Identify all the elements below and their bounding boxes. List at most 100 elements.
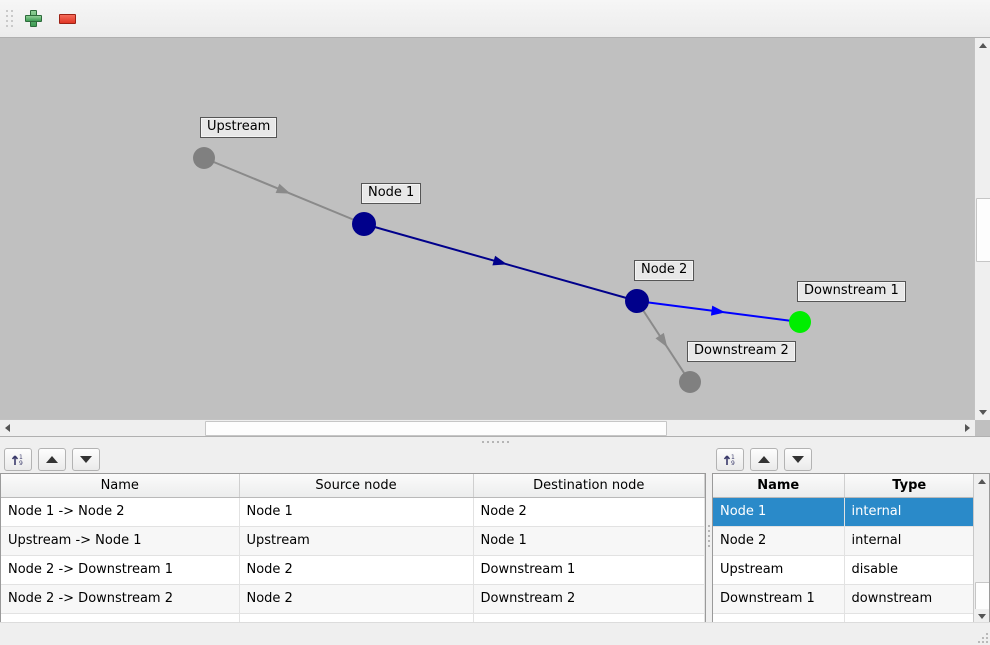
node-name[interactable]: Upstream (713, 555, 845, 585)
graph-node-label[interactable]: Downstream 2 (687, 341, 796, 362)
graph-node[interactable] (625, 289, 649, 313)
edge-source[interactable]: Upstream (239, 526, 474, 556)
edge-arrowhead (492, 255, 508, 266)
nodes-col-name[interactable]: Name (713, 474, 845, 498)
edge-source[interactable]: Node 2 (239, 584, 474, 614)
remove-button[interactable] (52, 4, 82, 34)
chevron-up-icon (978, 43, 987, 48)
svg-text:1: 1 (731, 454, 735, 461)
node-name[interactable]: Node 2 (713, 526, 845, 556)
graph-node-label[interactable]: Node 1 (361, 183, 422, 204)
edge-name[interactable]: Node 1 -> Node 2 (1, 497, 240, 527)
graph-node[interactable] (679, 371, 701, 393)
table-empty-cell (239, 613, 474, 624)
edges-sort-button[interactable]: 1 9 (4, 448, 32, 471)
minus-icon (58, 13, 76, 24)
nodes-scroll-up-button[interactable] (974, 474, 989, 489)
resize-grip-icon[interactable] (976, 631, 988, 643)
edges-move-down-button[interactable] (72, 448, 100, 471)
plus-icon (24, 10, 42, 27)
scroll-right-button[interactable] (960, 420, 975, 436)
chevron-left-icon (5, 424, 10, 432)
edge-destination[interactable]: Node 1 (473, 526, 705, 556)
node-name[interactable]: Node 1 (713, 497, 845, 527)
horizontal-splitter[interactable] (0, 437, 990, 446)
node-name[interactable]: Downstream 1 (713, 584, 845, 614)
graph-node[interactable] (352, 212, 376, 236)
splitter-grip-vertical-icon (708, 524, 710, 547)
scroll-up-button[interactable] (975, 38, 990, 53)
nodes-col-type[interactable]: Type (844, 474, 975, 498)
edge-source[interactable]: Node 1 (239, 497, 474, 527)
table-empty-row (1, 613, 705, 624)
node-type[interactable]: internal (844, 526, 975, 556)
svg-text:1: 1 (19, 454, 23, 461)
edge-destination[interactable]: Downstream 1 (473, 555, 705, 585)
chevron-down-icon (978, 410, 987, 415)
graph-node-label[interactable]: Downstream 1 (797, 281, 906, 302)
scroll-left-button[interactable] (0, 420, 15, 436)
chevron-down-icon (977, 614, 986, 619)
triangle-down-icon (80, 456, 92, 463)
edges-table-frame: Name Source node Destination node Node 1… (0, 473, 706, 625)
main-toolbar (0, 0, 990, 38)
edges-table-header-row: Name Source node Destination node (1, 474, 705, 498)
edges-table: Name Source node Destination node Node 1… (1, 474, 705, 624)
vertical-splitter[interactable] (706, 473, 712, 598)
edges-col-source[interactable]: Source node (239, 474, 474, 498)
graph-node[interactable] (789, 311, 811, 333)
table-empty-cell (473, 613, 705, 624)
graph-node[interactable] (193, 147, 215, 169)
canvas-vertical-scrollbar[interactable] (974, 38, 990, 420)
nodes-table-header-row: Name Type (713, 474, 975, 498)
node-type[interactable]: internal (844, 497, 975, 527)
nodes-scroll-down-button[interactable] (974, 609, 989, 624)
nodes-table-scrollbar[interactable] (973, 474, 989, 624)
edge-arrowhead (275, 183, 291, 194)
edges-col-destination[interactable]: Destination node (473, 474, 705, 498)
toolbar-drag-handle[interactable] (4, 6, 14, 32)
node-type[interactable]: disable (844, 555, 975, 585)
canvas-horizontal-scrollbar[interactable] (0, 419, 975, 436)
edge-arrowhead (655, 332, 668, 348)
graph-node-label[interactable]: Upstream (200, 117, 278, 138)
splitter-grip-icon (481, 440, 509, 443)
nodes-scroll-thumb[interactable] (975, 582, 989, 610)
canvas-hscroll-thumb[interactable] (205, 421, 667, 436)
canvas-vscroll-thumb[interactable] (976, 198, 990, 262)
graph-node-label[interactable]: Node 2 (634, 260, 695, 281)
edge-source[interactable]: Node 2 (239, 555, 474, 585)
chevron-right-icon (965, 424, 970, 432)
nodes-move-down-button[interactable] (784, 448, 812, 471)
edges-col-name[interactable]: Name (1, 474, 240, 498)
edge-name[interactable]: Upstream -> Node 1 (1, 526, 240, 556)
table-empty-cell (713, 613, 845, 624)
nodes-move-up-button[interactable] (750, 448, 778, 471)
scroll-down-button[interactable] (975, 405, 990, 420)
status-bar (0, 622, 990, 645)
edge-name[interactable]: Node 2 -> Downstream 2 (1, 584, 240, 614)
node-type[interactable]: downstream (844, 584, 975, 614)
edge-destination[interactable]: Node 2 (473, 497, 705, 527)
add-button[interactable] (18, 4, 48, 34)
nodes-toolbar: 1 9 (712, 446, 990, 473)
edges-panel: 1 9 Name Source node Destination node (0, 446, 706, 625)
edge-destination[interactable]: Downstream 2 (473, 584, 705, 614)
edges-move-up-button[interactable] (38, 448, 66, 471)
nodes-sort-button[interactable]: 1 9 (716, 448, 744, 471)
edge-name[interactable]: Node 2 -> Downstream 1 (1, 555, 240, 585)
